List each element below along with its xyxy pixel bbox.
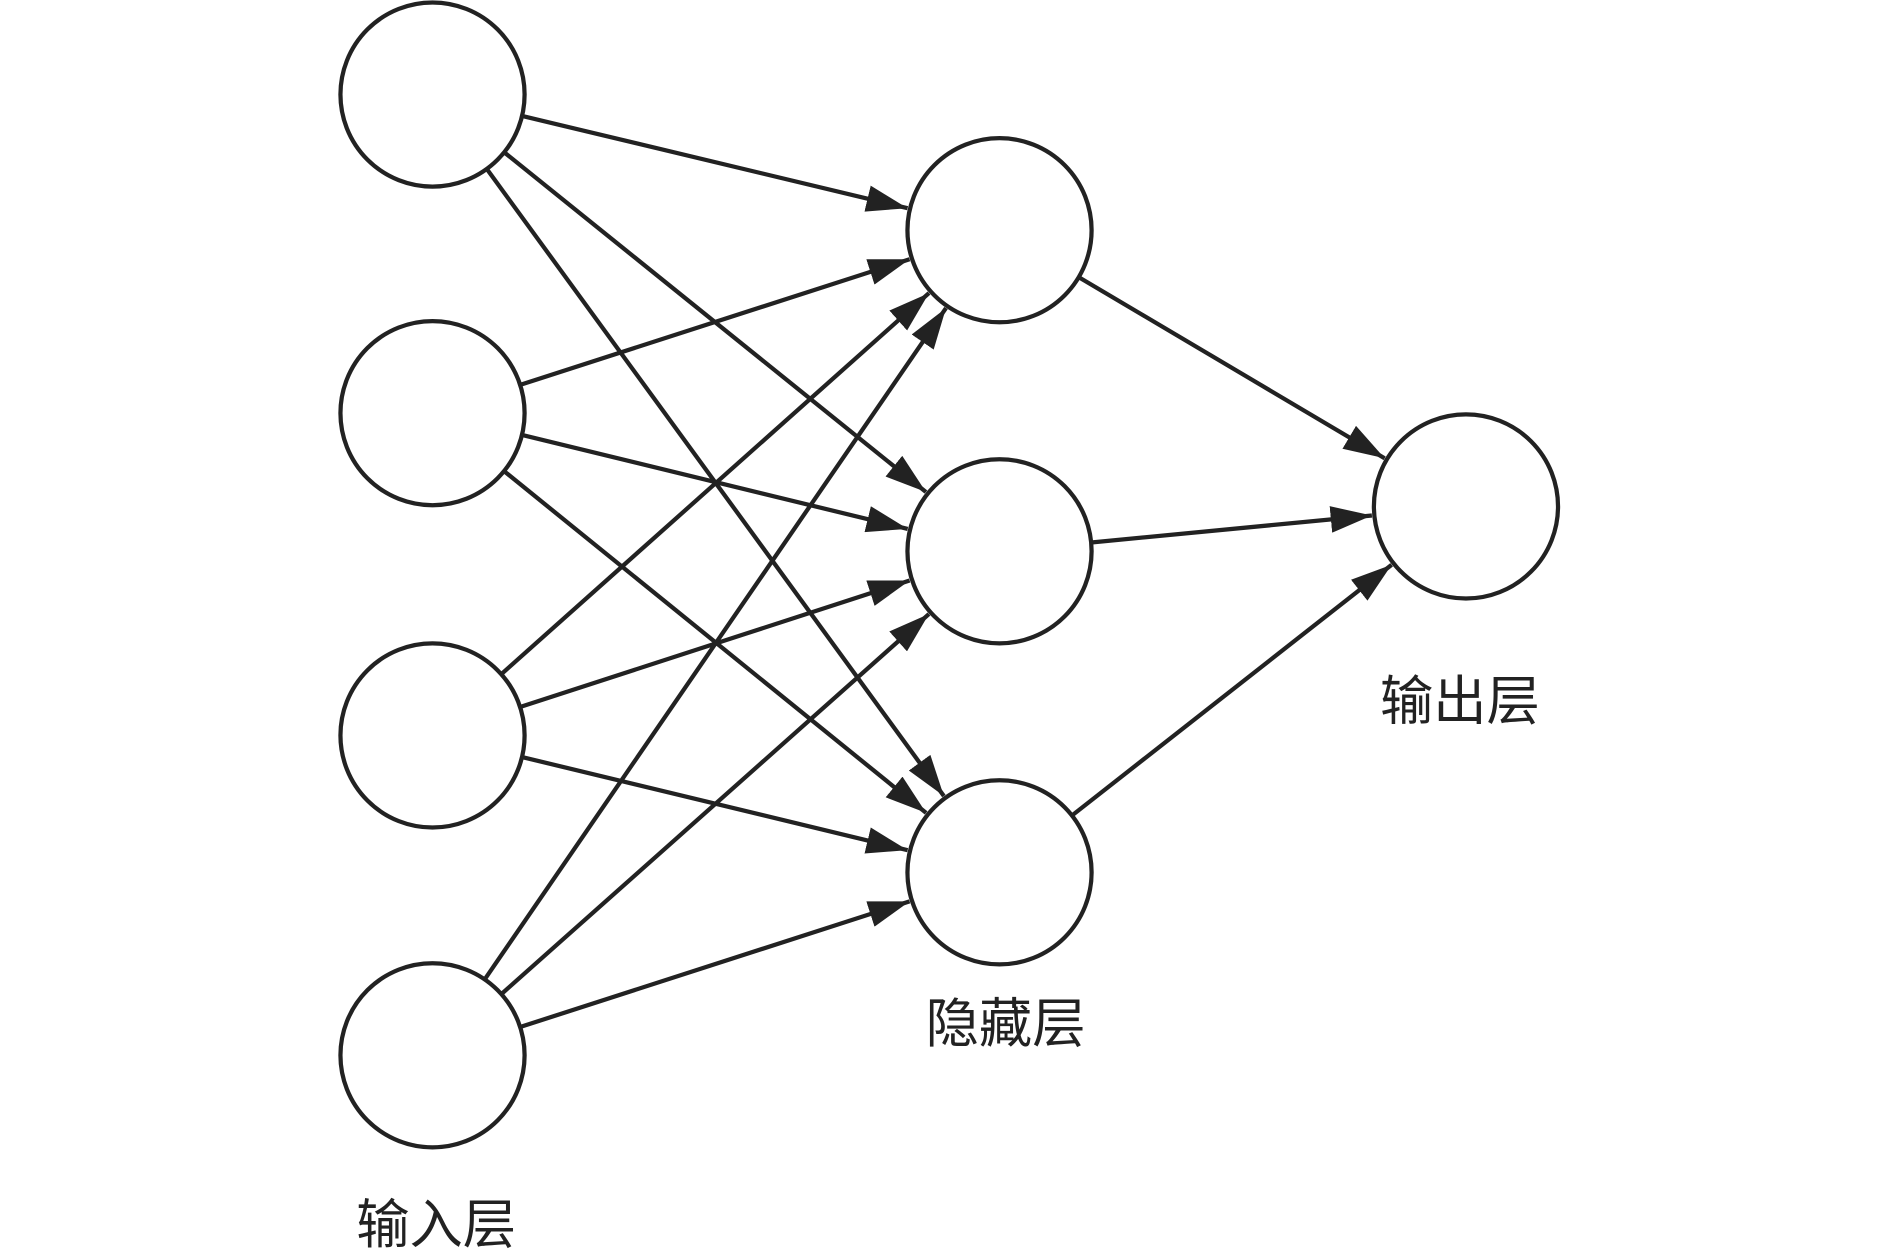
neurons: [338, 0, 1561, 1150]
input-neuron-3: [338, 641, 527, 830]
hidden-neuron-2: [905, 457, 1094, 646]
connections: [482, 113, 1393, 1030]
input-neuron-4: [338, 961, 527, 1150]
hidden-neuron-3: [905, 778, 1094, 967]
arrow-input-2-to-hidden-1: [519, 257, 911, 387]
arrow-input-1-to-hidden-1: [521, 113, 909, 212]
input-neuron-1: [338, 0, 527, 189]
output-layer-label: 输出层: [1380, 671, 1540, 733]
arrow-input-4-to-hidden-3: [519, 899, 911, 1030]
input-neuron-2: [338, 318, 527, 508]
arrow-hidden-2-to-output-1: [1090, 506, 1373, 545]
arrow-hidden-3-to-output-1: [1070, 563, 1393, 818]
arrow-input-4-to-hidden-1: [482, 306, 948, 981]
input-layer-label: 输入层: [356, 1194, 516, 1254]
hidden-layer-label: 隐藏层: [926, 993, 1086, 1055]
arrow-input-3-to-hidden-1: [499, 291, 931, 676]
hidden-neuron-1: [905, 136, 1094, 325]
arrow-hidden-1-to-output-1: [1077, 275, 1386, 461]
arrow-input-4-to-hidden-2: [499, 612, 931, 996]
output-neuron-1: [1371, 412, 1561, 601]
